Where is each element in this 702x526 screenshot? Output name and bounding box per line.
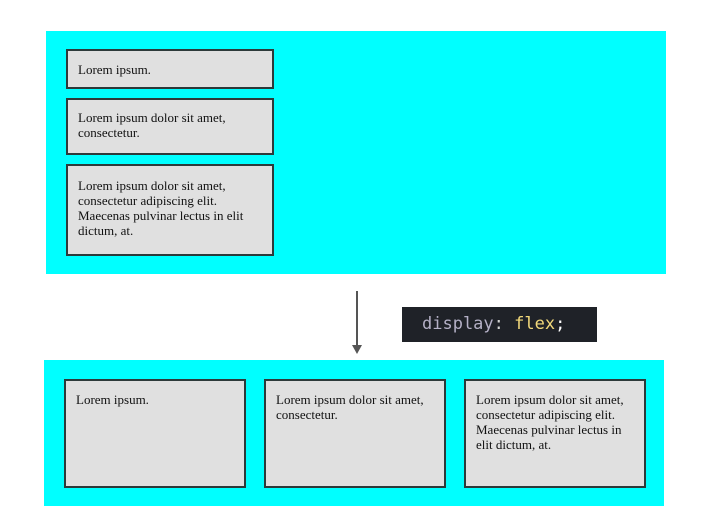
flex-box-1: Lorem ipsum. xyxy=(64,379,246,488)
code-value: flex xyxy=(514,314,556,334)
arrow-line xyxy=(356,291,358,346)
arrow-down-icon xyxy=(352,345,362,354)
code-semicolon: ; xyxy=(555,314,566,334)
flex-box-2: Lorem ipsum dolor sit amet, consectetur. xyxy=(264,379,446,488)
block-box-3: Lorem ipsum dolor sit amet, consectetur … xyxy=(66,164,274,256)
flex-box-3: Lorem ipsum dolor sit amet, consectetur … xyxy=(464,379,646,488)
block-box-1: Lorem ipsum. xyxy=(66,49,274,89)
code-colon: : xyxy=(493,314,504,334)
code-snippet: display: flex; xyxy=(402,307,597,342)
code-property: display xyxy=(422,314,494,334)
block-box-2: Lorem ipsum dolor sit amet, consectetur. xyxy=(66,98,274,155)
